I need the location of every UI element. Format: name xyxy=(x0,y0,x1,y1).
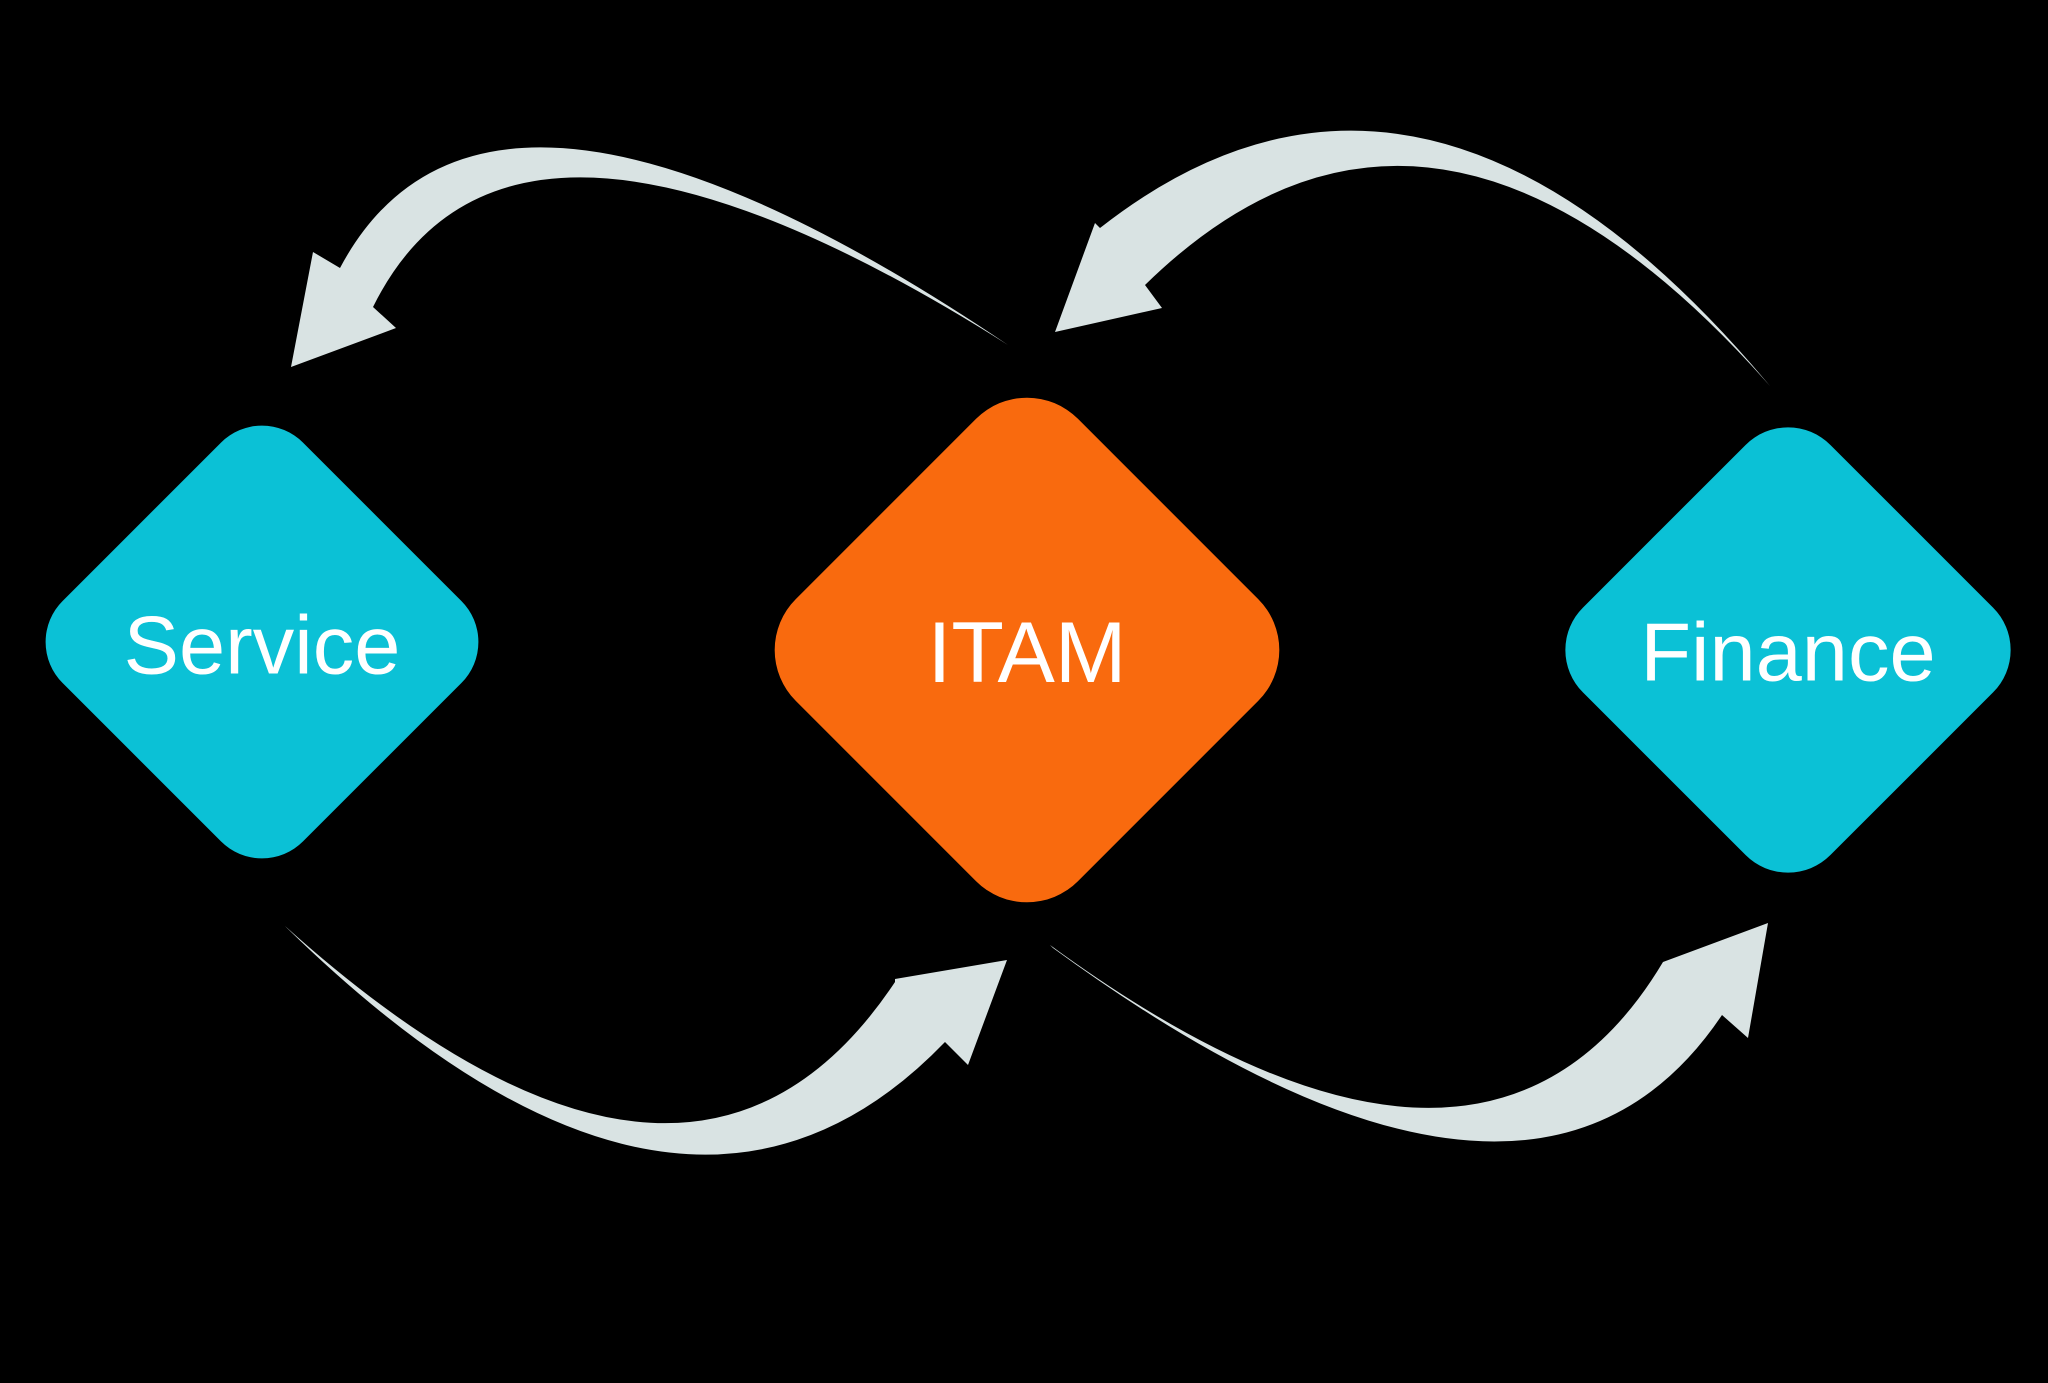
itam-diamond xyxy=(774,397,1280,903)
arrow-itam-to-finance-icon xyxy=(1050,923,1768,1142)
node-itam: ITAM xyxy=(774,397,1280,903)
finance-diamond xyxy=(1565,427,2011,873)
node-finance: Finance xyxy=(1565,427,2011,873)
node-service-label: Service xyxy=(124,599,401,692)
service-diamond xyxy=(45,425,479,859)
node-itam-label: ITAM xyxy=(927,605,1126,701)
node-service: Service xyxy=(45,425,479,859)
arrow-finance-to-itam-icon xyxy=(1055,130,1770,386)
node-finance-label: Finance xyxy=(1640,606,1935,699)
arrow-service-to-itam-icon xyxy=(285,926,1007,1155)
arrow-itam-to-service-icon xyxy=(291,147,1008,367)
